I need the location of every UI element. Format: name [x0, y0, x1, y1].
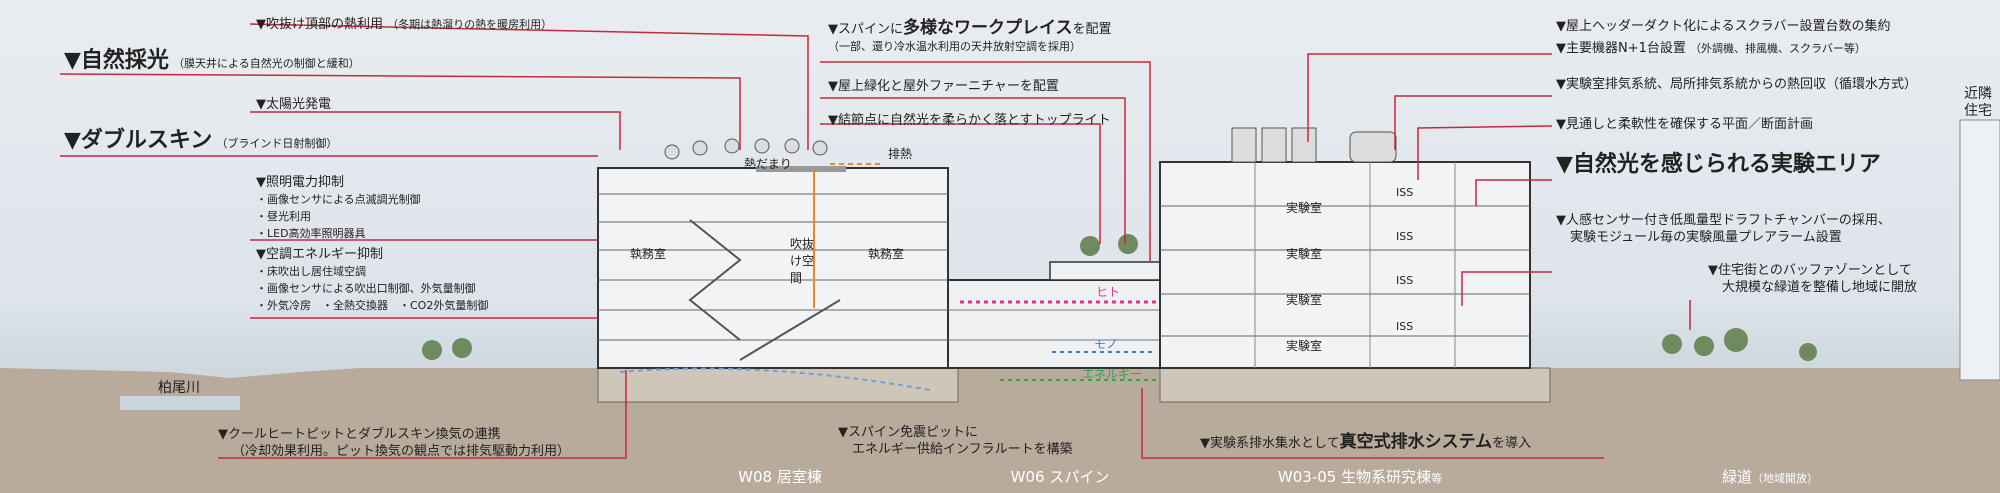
note-buffer-line2: 大規模な緑道を整備し地域に開放	[1722, 280, 1918, 295]
note-natural-light: ▼自然採光 （膜天井による自然光の制御と緩和）	[64, 50, 360, 72]
note-double-skin-title: ▼ダブルスキン	[64, 128, 213, 153]
label-iss-3: ISS	[1396, 274, 1414, 287]
note-neighbor-line1: 近隣	[1964, 86, 1992, 102]
label-river: 柏尾川	[158, 380, 200, 396]
note-double-skin: ▼ダブルスキン （ブラインド日射制御）	[64, 130, 338, 152]
note-lighting-item: ・画像センサによる点滅調光制御	[256, 193, 421, 206]
label-iss-2: ISS	[1396, 230, 1414, 243]
label-lab-2: 実験室	[1286, 247, 1323, 261]
note-hvac-item: ・床吹出し居住域空調	[256, 265, 366, 278]
note-lighting: ▼照明電力抑制 ・画像センサによる点滅調光制御 ・昼光利用 ・LED高効率照明器…	[256, 174, 421, 242]
w03-building	[1159, 127, 1531, 369]
zone-green-sub: （地域開放）	[1752, 472, 1818, 485]
pit-air-arrow	[619, 367, 931, 391]
note-hvac-title: ▼空調エネルギー抑制	[256, 247, 383, 262]
note-lighting-title: ▼照明電力抑制	[256, 175, 344, 190]
note-natural-light-title: ▼自然採光	[64, 48, 169, 73]
label-heat-pool: 熱だまり	[744, 157, 792, 171]
note-lab-area-title: ▼自然光を感じられる実験エリア	[1556, 152, 1881, 177]
note-spine-work-sub: （一部、還り冷水温水利用の天井放射空調を採用）	[828, 40, 1081, 53]
green-way-trees	[422, 328, 1817, 361]
label-office-right: 執務室	[868, 247, 905, 261]
note-toplight: ▼結節点に自然光を柔らかく落とすトップライト	[828, 113, 1111, 128]
note-buffer: ▼住宅街とのバッファゾーンとして 大規模な緑道を整備し地域に開放	[1708, 262, 1917, 296]
w08-building	[597, 138, 949, 369]
note-n1: ▼主要機器N+1台設置 （外調機、排風機、スクラバー等）	[1556, 40, 1866, 57]
note-lighting-item: ・LED高効率照明器具	[256, 227, 366, 240]
note-hvac-item: ・画像センサによる吹出口制御、外気量制御	[256, 282, 476, 295]
note-n1-sub: （外調機、排風機、スクラバー等）	[1690, 42, 1866, 55]
basement-w03	[1159, 367, 1551, 403]
note-drain-post: を導入	[1492, 436, 1532, 451]
note-roof-green: ▼屋上緑化と屋外ファーニチャーを配置	[828, 79, 1059, 94]
note-spine-work-big: 多様なワークプレイス	[903, 18, 1073, 38]
note-spine-pit-line1: ▼スパイン免震ピットに	[838, 425, 978, 440]
label-lab-3: 実験室	[1286, 293, 1323, 307]
w06-spine	[947, 234, 1163, 369]
label-iss-1: ISS	[1396, 186, 1414, 199]
label-exhaust: 排熱	[888, 147, 913, 161]
note-lab-area: ▼自然光を感じられる実験エリア	[1556, 154, 1881, 176]
label-lab-1: 実験室	[1286, 201, 1323, 215]
label-iss-4: ISS	[1396, 320, 1414, 333]
zone-w03-label: W03-05 生物系研究棟	[1277, 468, 1432, 486]
zone-green: 緑道（地域開放）	[1640, 466, 1900, 487]
note-draft: ▼人感センサー付き低風量型ドラフトチャンバーの採用、 実験モジュール毎の実験風量…	[1556, 212, 1891, 246]
note-drain-big: 真空式排水システム	[1339, 432, 1493, 452]
note-solar: ▼太陽光発電	[256, 97, 331, 112]
label-people: ヒト	[1096, 285, 1121, 299]
note-cool-pit-line1: ▼クールヒートピットとダブルスキン換気の連携	[218, 427, 501, 442]
note-cool-pit: ▼クールヒートピットとダブルスキン換気の連携 （冷却効果利用。ピット換気の観点で…	[218, 426, 570, 460]
note-spine-pit: ▼スパイン免震ピットに エネルギー供給インフラルートを構築	[838, 424, 1073, 458]
note-spine-work: ▼スパインに多様なワークプレイスを配置 （一部、還り冷水温水利用の天井放射空調を…	[828, 20, 1112, 55]
label-lab-4: 実験室	[1286, 339, 1323, 353]
note-draft-line1: ▼人感センサー付き低風量型ドラフトチャンバーの採用、	[1556, 213, 1891, 228]
note-flexible: ▼見通しと柔軟性を確保する平面／断面計画	[1556, 117, 1813, 132]
note-drain-pre: ▼実験系排水集水として	[1200, 436, 1340, 451]
zone-w08: W08 居室棟	[738, 468, 822, 486]
zone-green-label: 緑道	[1721, 468, 1752, 486]
label-office-left: 執務室	[630, 247, 667, 261]
tree	[1080, 236, 1100, 256]
note-cool-pit-line2: （冷却効果利用。ピット換気の観点では排気駆動力利用）	[232, 444, 571, 459]
note-duct: ▼屋上ヘッダーダクト化によるスクラバー設置台数の集約	[1556, 19, 1891, 34]
note-n1-title: ▼主要機器N+1台設置	[1556, 41, 1686, 56]
zone-w03: W03-05 生物系研究棟等	[1160, 466, 1560, 487]
note-neighbor-line2: 住宅	[1964, 103, 1992, 119]
note-atrium-heat-sub: （冬期は熱溜りの熱を暖房利用）	[387, 18, 553, 31]
tree	[1118, 234, 1138, 254]
note-atrium-heat-title: ▼吹抜け頂部の熱利用	[256, 17, 383, 32]
zone-w06: W06 スパイン	[1010, 468, 1110, 486]
note-spine-pit-line2: エネルギー供給インフラルートを構築	[852, 442, 1073, 457]
note-draft-line2: 実験モジュール毎の実験風量プレアラーム設置	[1570, 230, 1842, 245]
note-hvac: ▼空調エネルギー抑制 ・床吹出し居住域空調 ・画像センサによる吹出口制御、外気量…	[256, 246, 488, 314]
note-hvac-item: ・外気冷房 ・全熱交換器 ・CO2外気量制御	[256, 299, 489, 312]
note-natural-light-sub: （膜天井による自然光の制御と緩和）	[173, 57, 360, 70]
label-goods: モノ	[1094, 337, 1119, 351]
basement-w08	[597, 367, 959, 403]
note-spine-work-post: を配置	[1072, 22, 1112, 37]
zone-w03-suffix: 等	[1431, 472, 1443, 485]
note-drain: ▼実験系排水集水として真空式排水システムを導入	[1200, 434, 1531, 452]
river	[120, 396, 240, 410]
note-buffer-line1: ▼住宅街とのバッファゾーンとして	[1708, 263, 1912, 278]
neighbor-house	[1959, 119, 2000, 381]
leader-lines	[59, 23, 1691, 459]
note-lighting-item: ・昼光利用	[256, 210, 311, 223]
label-energy: エネルギー	[1082, 367, 1143, 381]
label-atrium: 吹抜け空間	[790, 237, 815, 285]
note-double-skin-sub: （ブラインド日射制御）	[216, 137, 338, 150]
note-atrium-heat: ▼吹抜け頂部の熱利用 （冬期は熱溜りの熱を暖房利用）	[256, 16, 552, 33]
note-neighbor: 近隣 住宅	[1964, 86, 1992, 120]
note-heat-recovery: ▼実験室排気系統、局所排気系統からの熱回収（循環水方式）	[1556, 77, 1917, 92]
note-spine-work-pre: ▼スパインに	[828, 22, 903, 37]
